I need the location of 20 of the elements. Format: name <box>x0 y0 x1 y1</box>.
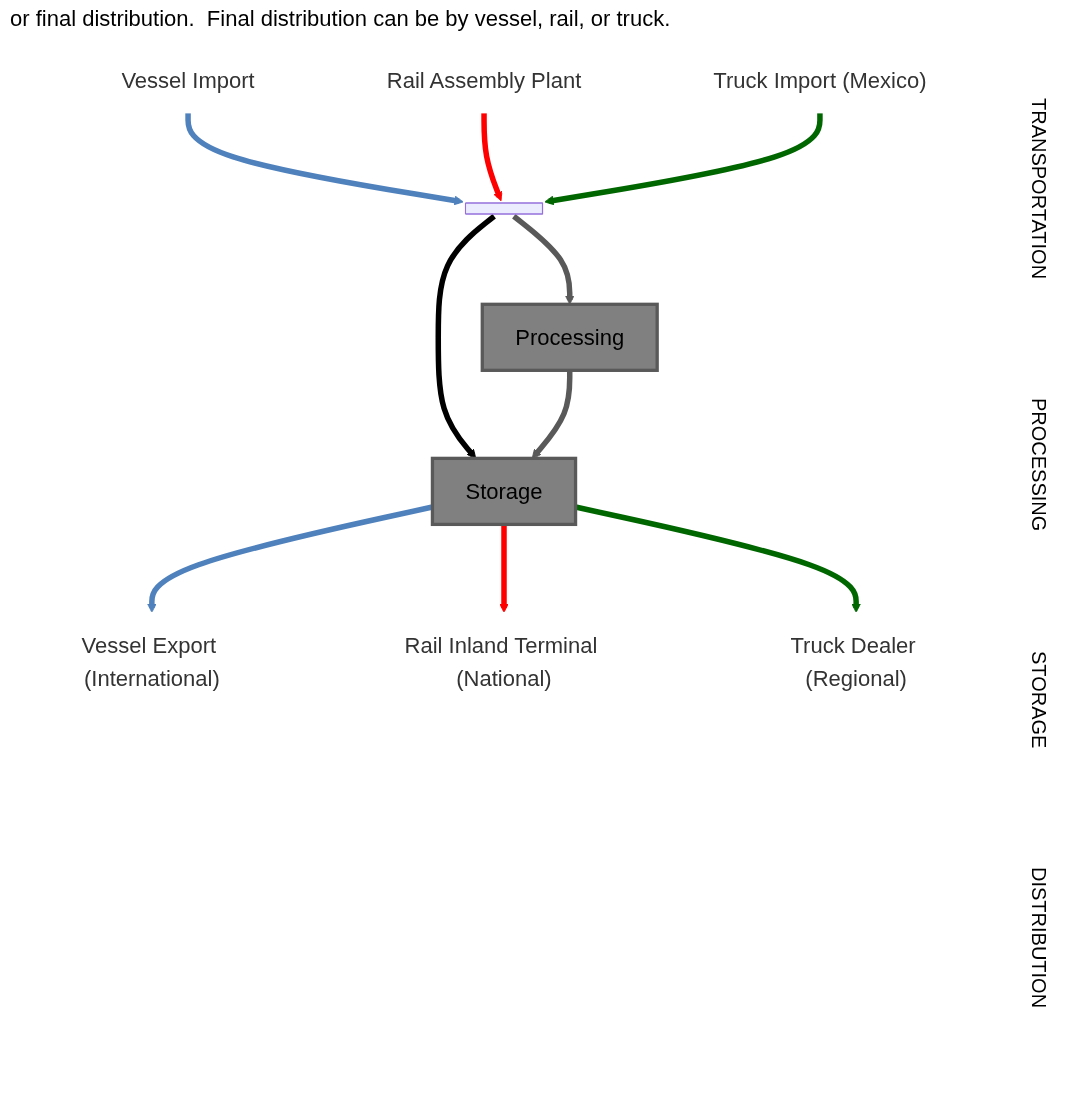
arrow <box>544 112 823 206</box>
node-text: Vessel Export (International) <box>81 633 220 691</box>
node-box: Processing <box>480 302 659 372</box>
arrow <box>499 524 509 613</box>
stage-label: DISTRIBUTION <box>1026 867 1050 1009</box>
node-text: Truck Dealer (Regional) <box>790 633 916 691</box>
arrow <box>481 112 503 202</box>
arrow <box>512 214 575 305</box>
arrow <box>531 370 573 459</box>
stage-label: PROCESSING <box>1026 397 1050 532</box>
stage-label: STORAGE <box>1026 650 1050 748</box>
arrow <box>185 112 464 206</box>
arrow <box>435 214 496 459</box>
node-box: Storage <box>430 456 578 527</box>
node-text: Rail Assembly Plant <box>386 67 582 92</box>
node-text: Rail Inland Terminal (National) <box>404 633 598 691</box>
node-text: Truck Import (Mexico) <box>713 67 927 92</box>
stage-label: TRANSPORTATION <box>1026 97 1050 279</box>
node-text: Vessel Import <box>121 67 255 92</box>
note-text: or final distribution. Final distribution can be by vessel, rail, or truck. <box>10 6 672 32</box>
